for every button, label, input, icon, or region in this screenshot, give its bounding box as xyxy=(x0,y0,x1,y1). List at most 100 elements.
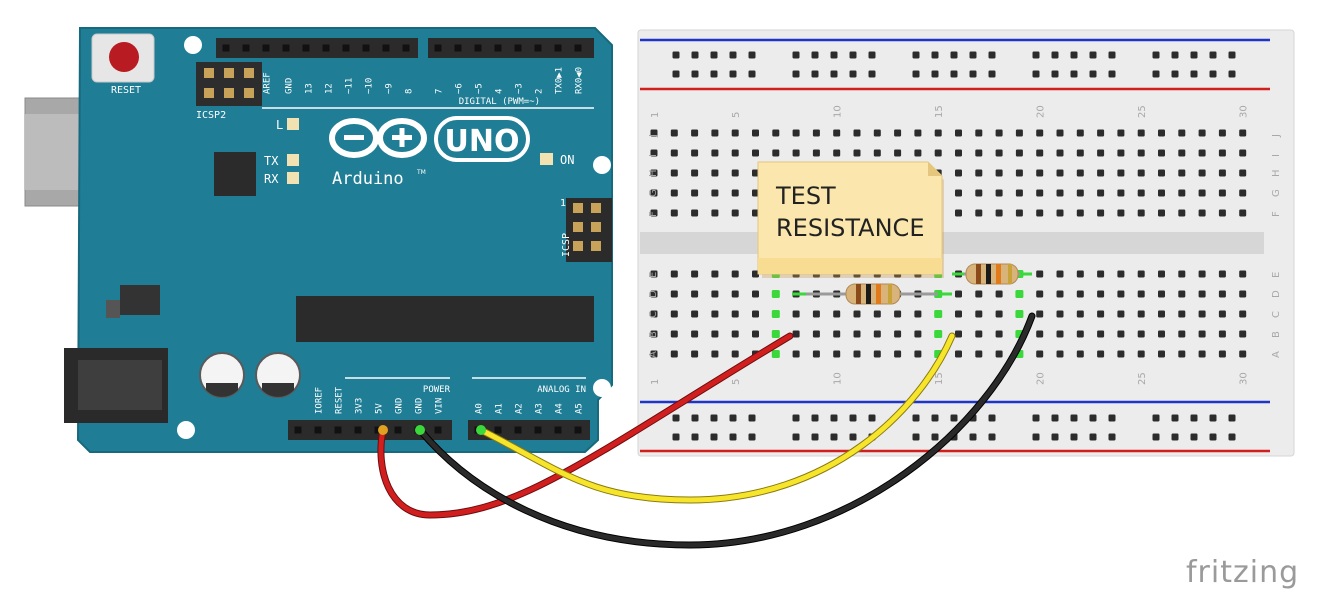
rail-hole[interactable] xyxy=(1171,70,1179,78)
breadboard-hole[interactable] xyxy=(1097,310,1105,318)
breadboard-hole[interactable] xyxy=(1036,310,1044,318)
breadboard-hole[interactable] xyxy=(975,129,983,137)
breadboard-hole[interactable] xyxy=(1117,129,1125,137)
rail-hole[interactable] xyxy=(849,414,857,422)
rail-hole[interactable] xyxy=(691,70,699,78)
rail-hole[interactable] xyxy=(988,51,996,59)
breadboard-hole[interactable] xyxy=(752,189,759,197)
breadboard-hole[interactable] xyxy=(833,310,841,318)
breadboard-hole[interactable] xyxy=(1097,149,1105,157)
rail-hole[interactable] xyxy=(950,414,958,422)
breadboard-hole[interactable] xyxy=(955,209,962,217)
rail-hole[interactable] xyxy=(811,433,819,441)
rail-hole[interactable] xyxy=(748,414,756,422)
breadboard-hole[interactable] xyxy=(772,129,780,137)
rail-hole[interactable] xyxy=(931,433,939,441)
breadboard-hole[interactable] xyxy=(1117,330,1125,338)
breadboard-hole[interactable] xyxy=(1239,330,1247,338)
breadboard-hole[interactable] xyxy=(731,330,739,338)
breadboard-hole[interactable] xyxy=(873,330,881,338)
rail-hole[interactable] xyxy=(1190,51,1198,59)
breadboard-hole[interactable] xyxy=(975,330,983,338)
header-pin[interactable] xyxy=(334,426,342,434)
breadboard-hole[interactable] xyxy=(711,169,719,177)
breadboard-hole[interactable] xyxy=(1056,310,1064,318)
breadboard-hole[interactable] xyxy=(792,310,800,318)
rail-hole[interactable] xyxy=(792,51,800,59)
breadboard-hole[interactable] xyxy=(1218,189,1226,197)
breadboard-hole[interactable] xyxy=(995,209,1003,217)
breadboard-hole[interactable] xyxy=(752,330,759,338)
breadboard-hole[interactable] xyxy=(1158,350,1165,358)
breadboard-hole[interactable] xyxy=(1076,310,1084,318)
breadboard-hole[interactable] xyxy=(955,189,962,197)
breadboard-hole[interactable] xyxy=(873,149,881,157)
header-pin[interactable] xyxy=(382,44,390,52)
rail-hole[interactable] xyxy=(1070,70,1078,78)
breadboard-hole[interactable] xyxy=(731,290,739,298)
breadboard-hole[interactable] xyxy=(731,350,739,358)
rail-hole[interactable] xyxy=(729,51,737,59)
breadboard-hole[interactable] xyxy=(1076,129,1084,137)
rail-hole[interactable] xyxy=(691,51,699,59)
breadboard-hole[interactable] xyxy=(833,330,841,338)
rail-hole[interactable] xyxy=(1108,70,1116,78)
breadboard-hole[interactable] xyxy=(894,330,902,338)
breadboard-hole[interactable] xyxy=(1015,149,1023,157)
breadboard-hole[interactable] xyxy=(711,330,719,338)
rail-hole[interactable] xyxy=(1089,70,1097,78)
breadboard-hole[interactable] xyxy=(1137,209,1145,217)
breadboard-hole[interactable] xyxy=(792,350,800,358)
rail-hole[interactable] xyxy=(931,51,939,59)
breadboard-hole[interactable] xyxy=(1137,310,1145,318)
breadboard-hole[interactable] xyxy=(711,350,719,358)
breadboard-hole[interactable] xyxy=(1097,169,1105,177)
rail-hole[interactable] xyxy=(1209,51,1217,59)
breadboard-hole[interactable] xyxy=(1117,290,1125,298)
rail-hole[interactable] xyxy=(1032,51,1040,59)
breadboard-hole[interactable] xyxy=(1097,209,1105,217)
breadboard-hole[interactable] xyxy=(650,149,658,157)
rail-hole[interactable] xyxy=(1190,414,1198,422)
breadboard-hole[interactable] xyxy=(691,209,699,217)
breadboard-hole[interactable] xyxy=(1117,310,1125,318)
rail-hole[interactable] xyxy=(931,70,939,78)
breadboard-hole[interactable] xyxy=(711,270,719,278)
breadboard-hole[interactable] xyxy=(812,129,820,137)
breadboard-hole[interactable] xyxy=(650,350,658,358)
breadboard-hole[interactable] xyxy=(752,169,759,177)
breadboard-hole[interactable] xyxy=(1036,270,1044,278)
breadboard-hole[interactable] xyxy=(1239,290,1247,298)
rail-hole[interactable] xyxy=(729,70,737,78)
header-pin[interactable] xyxy=(514,426,522,434)
breadboard-hole[interactable] xyxy=(1015,209,1023,217)
yellow-wire-a0[interactable] xyxy=(478,333,955,503)
breadboard-hole[interactable] xyxy=(975,290,983,298)
breadboard-hole[interactable] xyxy=(1178,270,1186,278)
breadboard-hole[interactable] xyxy=(1076,149,1084,157)
breadboard-hole[interactable] xyxy=(792,129,800,137)
breadboard-hole[interactable] xyxy=(1056,129,1064,137)
rail-hole[interactable] xyxy=(912,414,920,422)
breadboard-hole[interactable] xyxy=(691,270,699,278)
breadboard-hole[interactable] xyxy=(1218,169,1226,177)
rail-hole[interactable] xyxy=(710,433,718,441)
breadboard-hole[interactable] xyxy=(853,149,861,157)
breadboard-hole[interactable] xyxy=(975,169,983,177)
breadboard-hole[interactable] xyxy=(1097,189,1105,197)
breadboard-hole[interactable] xyxy=(731,310,739,318)
breadboard-hole[interactable] xyxy=(1178,330,1186,338)
rail-hole[interactable] xyxy=(830,414,838,422)
breadboard-hole[interactable] xyxy=(711,189,719,197)
breadboard-hole[interactable] xyxy=(1117,189,1125,197)
breadboard-hole[interactable] xyxy=(1218,310,1226,318)
rail-hole[interactable] xyxy=(1051,70,1059,78)
rail-hole[interactable] xyxy=(912,433,920,441)
breadboard-hole[interactable] xyxy=(1198,290,1206,298)
breadboard-hole[interactable] xyxy=(914,350,922,358)
breadboard-hole[interactable] xyxy=(691,189,699,197)
rail-hole[interactable] xyxy=(672,433,680,441)
breadboard-hole[interactable] xyxy=(1036,290,1044,298)
rail-hole[interactable] xyxy=(830,433,838,441)
breadboard-hole[interactable] xyxy=(1056,270,1064,278)
